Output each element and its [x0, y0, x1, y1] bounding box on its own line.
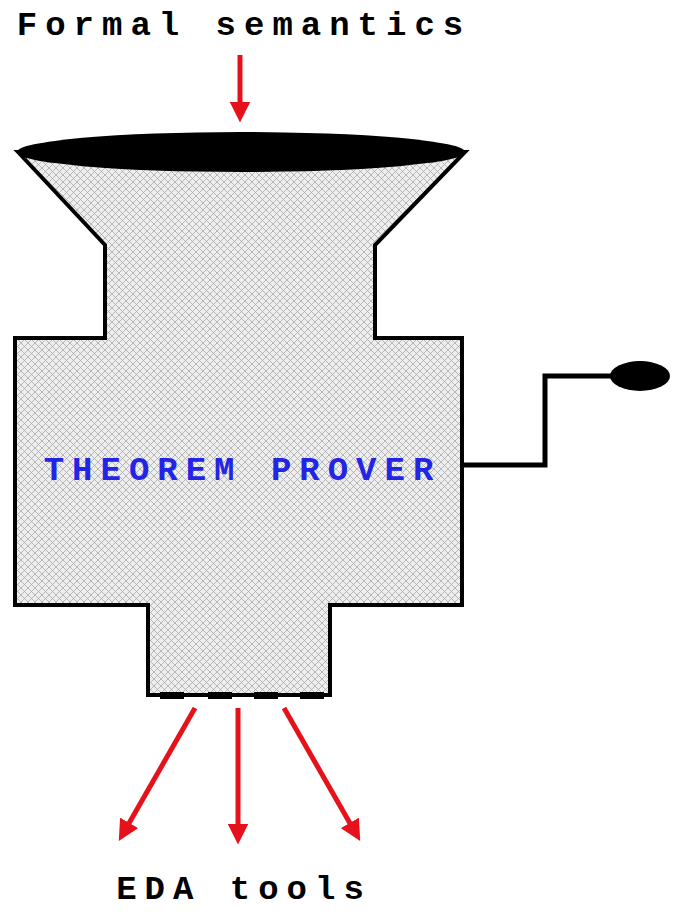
grinder-body [15, 152, 465, 695]
outlet-holes [160, 692, 324, 699]
output-arrow [236, 708, 241, 834]
machine-label: THEOREM PROVER [36, 453, 442, 490]
output-label: EDA tools [116, 872, 372, 909]
funnel-mouth [17, 132, 465, 172]
crank-knob [610, 361, 670, 391]
input-arrow [238, 55, 243, 112]
output-arrow [124, 708, 195, 832]
crank-arm [462, 376, 612, 465]
input-label: Formal semantics [17, 8, 471, 45]
output-arrow [284, 708, 355, 832]
theorem-prover-box: THEOREM PROVER [15, 338, 462, 605]
